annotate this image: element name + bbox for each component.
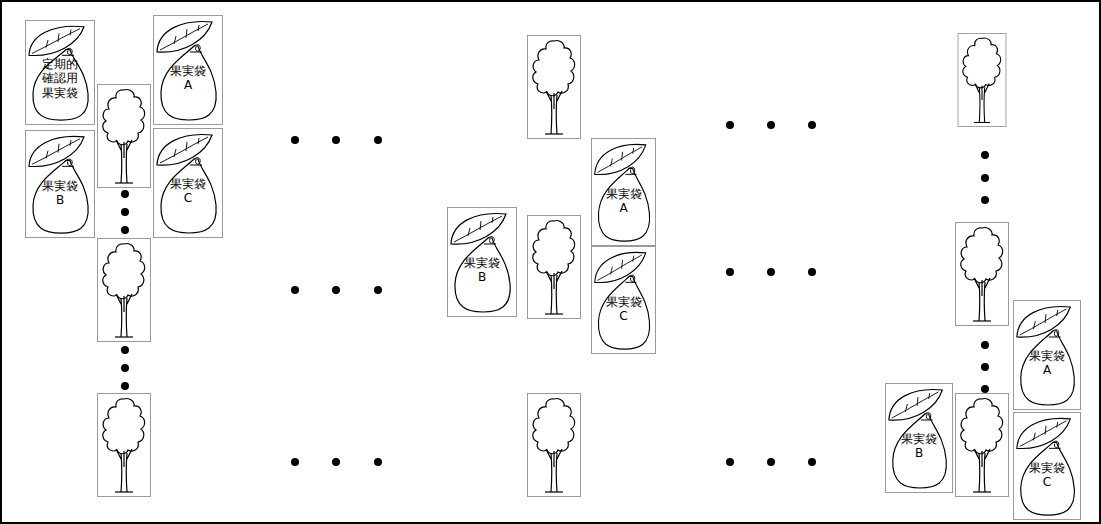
fruit-bag: 果実袋 C [591,246,656,354]
fruit-bag: 果実袋 A [1013,300,1081,410]
bag-label: 果実袋 A [168,64,208,93]
ellipsis-dots [121,121,989,466]
bag-label: 果実袋 B [899,432,939,461]
fruit-bag: 果実袋 C [1013,412,1081,520]
fruit-bag: 果実袋 C [153,128,223,238]
bag-label: 果実袋 A [1027,349,1067,378]
bag-label: 果実袋 C [168,177,208,206]
fruit-bag: 果実袋 B [447,207,517,317]
bag-label: 果実袋 C [604,295,644,324]
fruit-bag: 果実袋 B [885,383,953,493]
trees [98,33,1009,496]
bag-label: 定期的 確認用 果実袋 [40,57,80,100]
bag-label: 果実袋 B [40,179,80,208]
bag-label: 果実袋 B [462,256,502,285]
fruit-bag: 果実袋 A [153,15,223,125]
bag-label: 果実袋 C [1027,461,1067,490]
fruit-bag: 果実袋 B [25,130,95,238]
fruit-bag: 定期的 確認用 果実袋 [25,20,95,125]
bag-label: 果実袋 A [604,187,644,216]
fruit-bag: 果実袋 A [591,138,656,246]
